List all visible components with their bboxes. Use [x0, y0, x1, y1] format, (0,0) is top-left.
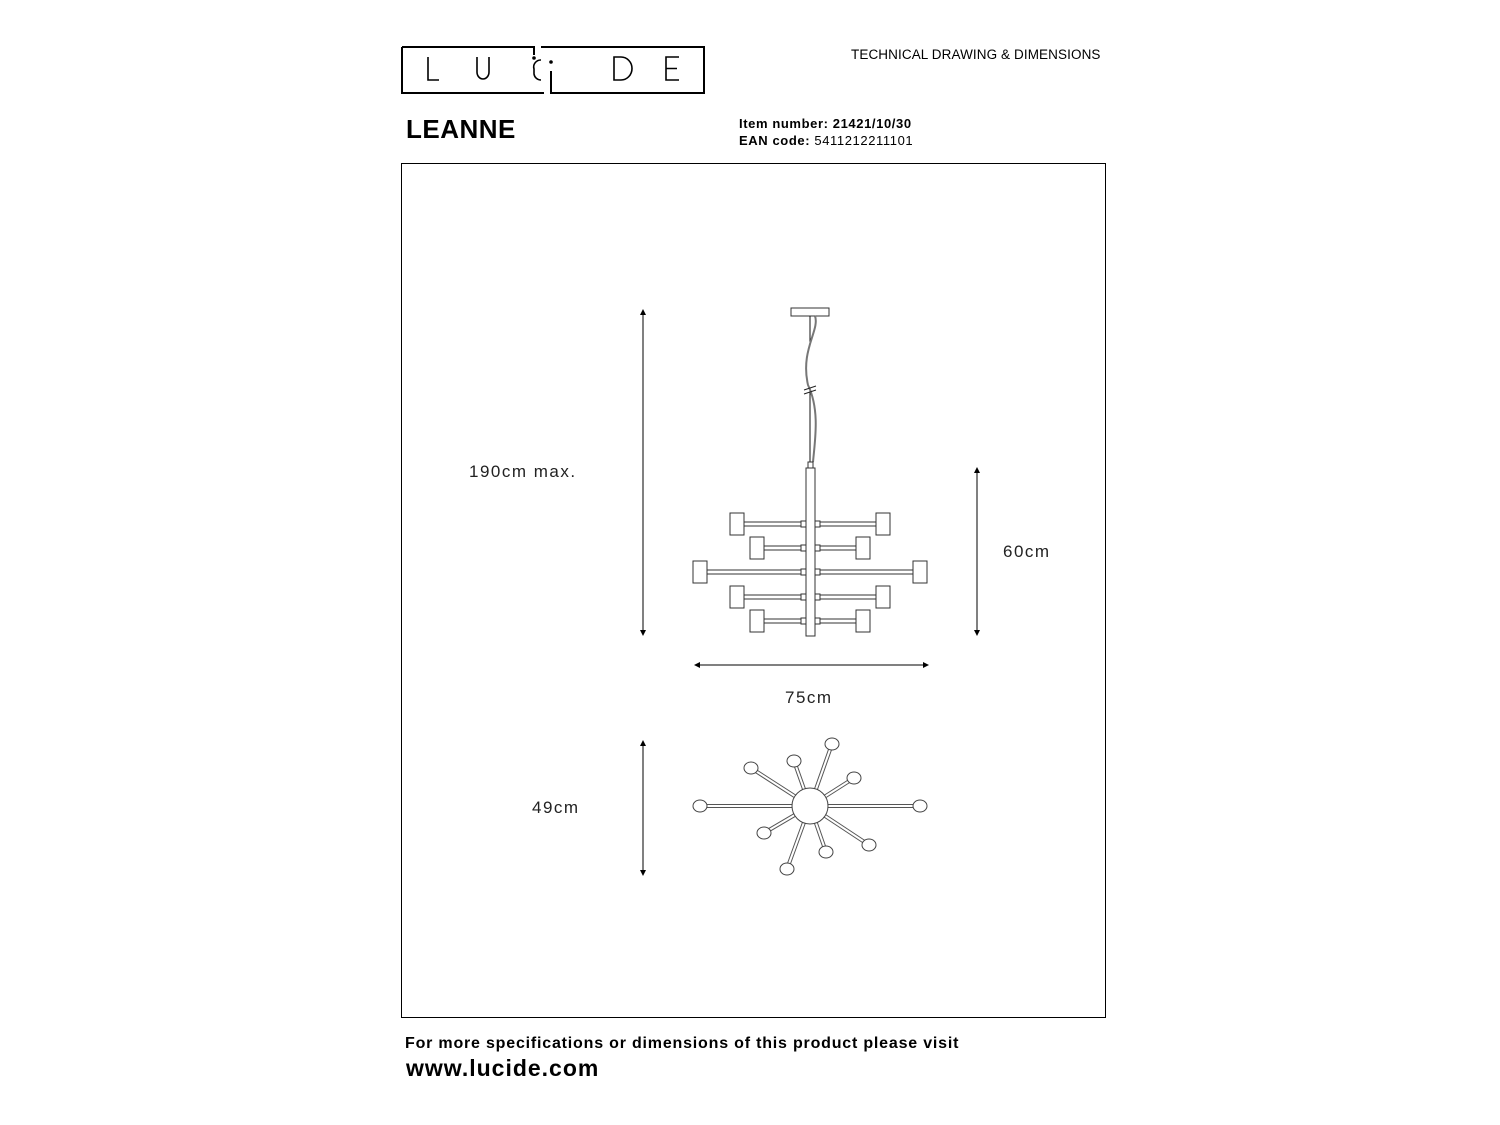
item-number-label: Item number:: [739, 116, 829, 131]
lamp-shade: [855, 609, 871, 633]
bulb: [824, 737, 840, 751]
side-view: [692, 307, 928, 637]
bulb: [818, 845, 834, 859]
item-number: Item number: 21421/10/30: [739, 116, 912, 131]
bulb: [912, 799, 928, 813]
arm-joint: [800, 544, 807, 552]
arm-joint: [800, 568, 807, 576]
arm-joint: [814, 568, 821, 576]
body-height-dimension-label: 60cm: [1003, 542, 1051, 561]
bulb: [743, 761, 759, 775]
dimension-lines: [640, 309, 980, 876]
product-name: LEANNE: [406, 114, 516, 144]
bulb: [861, 838, 877, 852]
arm-joint: [800, 520, 807, 528]
lamp-shade: [749, 609, 765, 633]
bulb: [692, 799, 708, 813]
arm-joint: [800, 617, 807, 625]
lamp-shade: [729, 512, 745, 536]
website-link[interactable]: www.lucide.com: [406, 1055, 600, 1081]
lamp-shade: [875, 585, 891, 609]
arm-joint: [814, 617, 821, 625]
width-dimension-label: 75cm: [785, 688, 833, 707]
lucide-logo: [401, 46, 705, 94]
drawing-frame: [401, 163, 1106, 1018]
lamp-shade: [729, 585, 745, 609]
arm-joint: [814, 593, 821, 601]
arm-joint: [814, 544, 821, 552]
lamp-shade: [692, 560, 708, 584]
lamp-shade: [875, 512, 891, 536]
ean-label: EAN code:: [739, 133, 811, 148]
bulb: [786, 754, 802, 768]
arm-joint: [800, 593, 807, 601]
arm-joint: [814, 520, 821, 528]
bulb: [756, 826, 772, 840]
footer-text: For more specifications or dimensions of…: [405, 1035, 960, 1052]
lamp-shade: [912, 560, 928, 584]
height-dimension-label: 190cm max.: [469, 462, 577, 481]
lamp-shade: [855, 536, 871, 560]
ean-code: EAN code: 5411212211101: [739, 133, 913, 148]
ean-value: 5411212211101: [814, 133, 914, 148]
item-number-value: 21421/10/30: [832, 116, 912, 131]
depth-dimension-label: 49cm: [532, 798, 580, 817]
lamp-shade: [749, 536, 765, 560]
bulb: [779, 862, 795, 876]
bulb: [846, 771, 862, 785]
document-type: TECHNICAL DRAWING & DIMENSIONS: [851, 47, 1101, 62]
top-view: [692, 737, 928, 876]
